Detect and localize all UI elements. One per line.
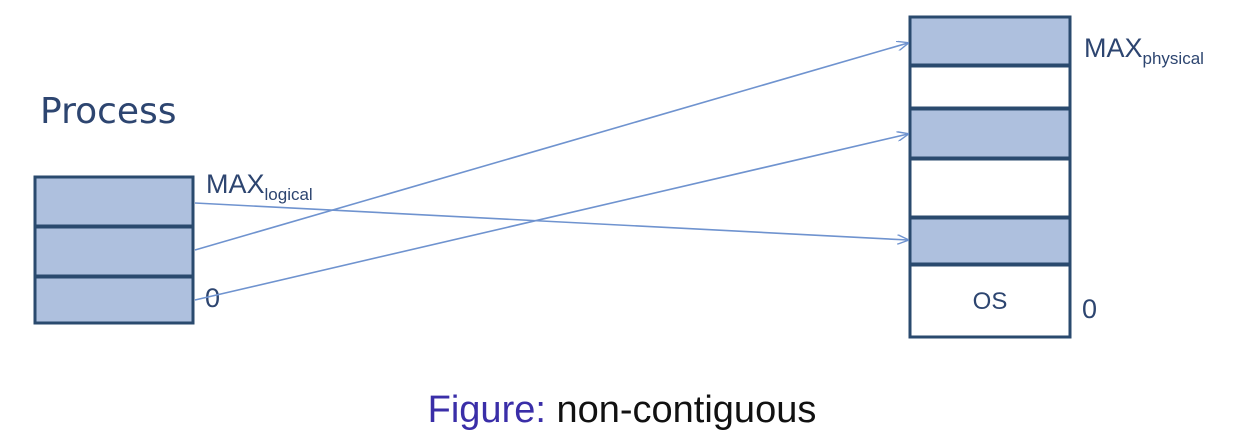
arrow-top-to-block-5 [194,202,908,240]
arrow-bottom-to-block-3 [194,134,908,301]
process-block-bottom [33,275,195,325]
physical-memory [908,15,1072,339]
max-physical-label: MAXphysical [1084,33,1204,68]
process-blocks [33,175,195,325]
logical-zero-label: 0 [205,283,220,313]
memory-block-2 [908,64,1072,110]
arrow-middle-to-block-1 [194,43,908,251]
process-block-middle [33,225,195,278]
physical-zero-label: 0 [1082,294,1097,324]
os-label: OS [973,288,1008,315]
max-logical-label: MAXlogical [206,169,313,204]
memory-block-1 [908,15,1072,67]
memory-block-5 [908,216,1072,266]
memory-block-3 [908,107,1072,160]
memory-block-os [908,263,1072,339]
figure-caption: Figure: non-contiguous [0,388,1244,432]
process-block-top [33,175,195,228]
process-title: Process [40,91,177,132]
mapping-arrows [194,43,908,301]
caption-prefix: Figure: [427,389,546,431]
caption-text: non-contiguous [545,389,817,431]
memory-block-4 [908,157,1072,219]
